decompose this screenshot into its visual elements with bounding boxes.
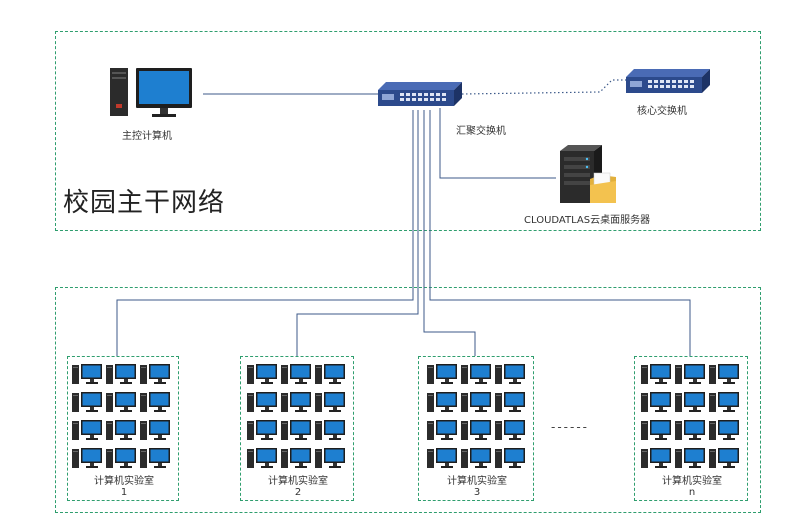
- workstation-icon: [709, 420, 739, 440]
- lab-number: 1: [120, 487, 128, 498]
- workstation-icon: [675, 392, 705, 412]
- aggregation-switch-label: 汇聚交换机: [456, 126, 506, 137]
- workstation-icon: [72, 448, 102, 468]
- workstation-icon: [641, 392, 671, 412]
- workstation-icon: [106, 364, 136, 384]
- workstation-icon: [247, 420, 277, 440]
- lab-title: 计算机实验室: [447, 476, 507, 487]
- labs-zone: [55, 287, 761, 513]
- main-pc-label: 主控计算机: [122, 131, 172, 142]
- workstation-icon: [247, 364, 277, 384]
- workstation-icon: [675, 448, 705, 468]
- lab-computers-grid: [427, 364, 525, 468]
- workstation-icon: [709, 364, 739, 384]
- workstation-icon: [461, 392, 491, 412]
- workstation-icon: [315, 392, 345, 412]
- workstation-icon: [281, 364, 311, 384]
- workstation-icon: [461, 420, 491, 440]
- workstation-icon: [281, 448, 311, 468]
- workstation-icon: [641, 364, 671, 384]
- lab-title: 计算机实验室: [662, 476, 722, 487]
- lab-number: 3: [473, 487, 481, 498]
- workstation-icon: [461, 364, 491, 384]
- lab-number: 2: [294, 487, 302, 498]
- workstation-icon: [106, 448, 136, 468]
- backbone-title: 校园主干网络: [63, 188, 226, 218]
- workstation-icon: [140, 448, 170, 468]
- workstation-icon: [140, 392, 170, 412]
- workstation-icon: [315, 420, 345, 440]
- lab-number: n: [688, 487, 696, 498]
- lab-computers-grid: [247, 364, 345, 468]
- workstation-icon: [709, 392, 739, 412]
- workstation-icon: [709, 448, 739, 468]
- workstation-icon: [675, 420, 705, 440]
- workstation-icon: [641, 448, 671, 468]
- lab-computers-grid: [72, 364, 170, 468]
- lab-box: 计算机实验室 3: [418, 356, 534, 501]
- workstation-icon: [315, 448, 345, 468]
- workstation-icon: [72, 392, 102, 412]
- workstation-icon: [140, 364, 170, 384]
- workstation-icon: [140, 420, 170, 440]
- core-switch-icon: [626, 69, 710, 93]
- workstation-icon: [427, 420, 457, 440]
- lab-name: 计算机实验室 3: [419, 476, 535, 498]
- lab-name: 计算机实验室 2: [241, 476, 355, 498]
- lab-title: 计算机实验室: [94, 476, 154, 487]
- server-label: CLOUDATLAS云桌面服务器: [524, 215, 651, 226]
- workstation-icon: [427, 448, 457, 468]
- workstation-icon: [247, 392, 277, 412]
- lab-box: 计算机实验室 n: [634, 356, 748, 501]
- workstation-icon: [72, 364, 102, 384]
- lab-name: 计算机实验室 1: [68, 476, 180, 498]
- workstation-icon: [495, 364, 525, 384]
- workstation-icon: [106, 420, 136, 440]
- workstation-icon: [72, 420, 102, 440]
- workstation-icon: [427, 364, 457, 384]
- backbone-zone: [55, 31, 761, 231]
- workstation-icon: [315, 364, 345, 384]
- lab-computers-grid: [641, 364, 739, 468]
- workstation-icon: [461, 448, 491, 468]
- workstation-icon: [106, 392, 136, 412]
- main-pc-icon: [110, 68, 192, 117]
- aggregation-switch-icon: [378, 82, 462, 106]
- server-icon: [560, 145, 616, 203]
- workstation-icon: [495, 392, 525, 412]
- workstation-icon: [427, 392, 457, 412]
- lab-title: 计算机实验室: [268, 476, 328, 487]
- workstation-icon: [281, 392, 311, 412]
- lab-box: 计算机实验室 2: [240, 356, 354, 501]
- workstation-icon: [495, 448, 525, 468]
- core-switch-label: 核心交换机: [637, 106, 687, 117]
- lab-box: 计算机实验室 1: [67, 356, 179, 501]
- workstation-icon: [675, 364, 705, 384]
- workstation-icon: [495, 420, 525, 440]
- workstation-icon: [641, 420, 671, 440]
- workstation-icon: [281, 420, 311, 440]
- ellipsis-dashes: ------: [551, 420, 589, 434]
- workstation-icon: [247, 448, 277, 468]
- lab-name: 计算机实验室 n: [635, 476, 749, 498]
